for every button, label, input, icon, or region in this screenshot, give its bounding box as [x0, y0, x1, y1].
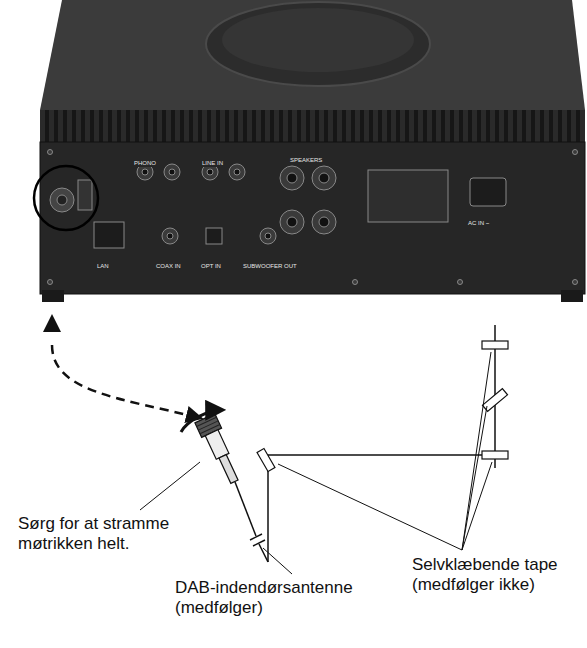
panel-connectors	[319, 173, 329, 183]
device-body	[42, 290, 64, 302]
device-body	[222, 8, 414, 72]
panel-connectors	[167, 233, 173, 239]
label-wrap: AC IN ~	[468, 211, 508, 229]
panel-connectors	[458, 280, 463, 285]
panel-connectors	[207, 169, 213, 175]
panel-connectors	[573, 150, 578, 155]
direction-arrow	[43, 314, 61, 332]
panel-connectors	[206, 228, 222, 244]
panel-connectors	[50, 188, 74, 212]
panel-connectors	[287, 217, 297, 227]
label-wrap: SPEAKERS	[290, 148, 340, 166]
panel-connectors	[142, 169, 148, 175]
panel-connectors	[312, 166, 336, 190]
device-body	[40, 0, 585, 302]
leader-lines	[462, 352, 491, 550]
panel-connectors	[260, 228, 276, 244]
connector-label: COAX IN	[156, 263, 181, 270]
connector-label: LAN	[97, 263, 109, 270]
antenna-connector	[219, 455, 238, 484]
antenna-wire	[253, 540, 265, 546]
panel-connectors	[162, 228, 178, 244]
connector-label: SPEAKERS	[290, 157, 322, 164]
panel-connectors	[48, 280, 53, 285]
device-body	[40, 142, 585, 294]
device-body	[40, 0, 585, 110]
panel-connectors	[265, 233, 271, 239]
leader-lines	[140, 462, 200, 510]
panel-connectors	[319, 217, 329, 227]
antenna-wire	[235, 482, 256, 536]
label-wrap: LINE IN	[202, 151, 252, 169]
antenna-wire	[250, 534, 262, 540]
direction-arrow	[43, 314, 200, 418]
antenna-connector	[181, 410, 222, 432]
direction-arrow	[52, 345, 200, 418]
antenna-connector	[198, 421, 218, 430]
antenna-connector	[181, 410, 244, 486]
label-wrap: Sørg for at stramme møtrikken helt.	[18, 514, 203, 553]
panel-connectors	[234, 169, 240, 175]
callout-text: DAB-indendørsantenne (medfølger)	[175, 578, 385, 617]
panel-connectors	[48, 150, 53, 155]
label-wrap: LAN	[97, 254, 127, 272]
connector-label: PHONO	[134, 160, 156, 167]
adhesive-tape	[257, 448, 275, 471]
leader-lines	[263, 548, 292, 574]
label-wrap: OPT IN	[201, 254, 231, 272]
callout-text: Sørg for at stramme møtrikken helt.	[18, 514, 203, 553]
adhesive-tape	[482, 451, 508, 459]
device-body	[206, 2, 430, 86]
label-wrap: SUBWOOFER OUT	[243, 254, 303, 272]
callout-text: Selvklæbende tape (medfølger ikke)	[412, 555, 580, 594]
connector-label: OPT IN	[201, 263, 221, 270]
panel-connectors	[280, 166, 304, 190]
leader-lines	[462, 406, 487, 550]
leader-lines	[278, 464, 462, 550]
antenna-wire	[268, 454, 495, 456]
adhesive-tape	[482, 341, 508, 349]
antenna-connector	[197, 417, 217, 426]
label-wrap: DAB-indendørsantenne (medfølger)	[175, 578, 385, 617]
label-wrap: Selvklæbende tape (medfølger ikke)	[412, 555, 580, 594]
panel-connectors	[470, 178, 506, 206]
connector-label: SUBWOOFER OUT	[243, 263, 297, 270]
device-body	[40, 110, 585, 142]
antenna-wire	[235, 325, 495, 562]
panel-connectors	[229, 164, 245, 180]
panel-connectors	[368, 170, 448, 222]
label-wrap: PHONO	[134, 151, 184, 169]
connector-label: LINE IN	[202, 160, 223, 167]
antenna-connector	[195, 414, 245, 487]
highlight-circle	[34, 166, 98, 230]
highlight-circle	[34, 166, 98, 230]
panel-connectors	[48, 150, 578, 285]
connector-label: AC IN ~	[468, 220, 489, 227]
panel-connectors	[164, 164, 180, 180]
panel-connectors	[78, 180, 92, 210]
device-body	[561, 290, 583, 302]
panel-connectors	[57, 195, 67, 205]
panel-connectors	[353, 280, 358, 285]
panel-connectors	[287, 173, 297, 183]
panel-connectors	[280, 210, 304, 234]
panel-connectors	[169, 169, 175, 175]
adhesive-tape	[257, 341, 508, 472]
leader-lines	[462, 462, 492, 550]
panel-connectors	[312, 210, 336, 234]
panel-connectors	[573, 280, 578, 285]
panel-connectors	[94, 222, 124, 248]
antenna-wire	[259, 544, 268, 562]
label-wrap: COAX IN	[156, 254, 192, 272]
